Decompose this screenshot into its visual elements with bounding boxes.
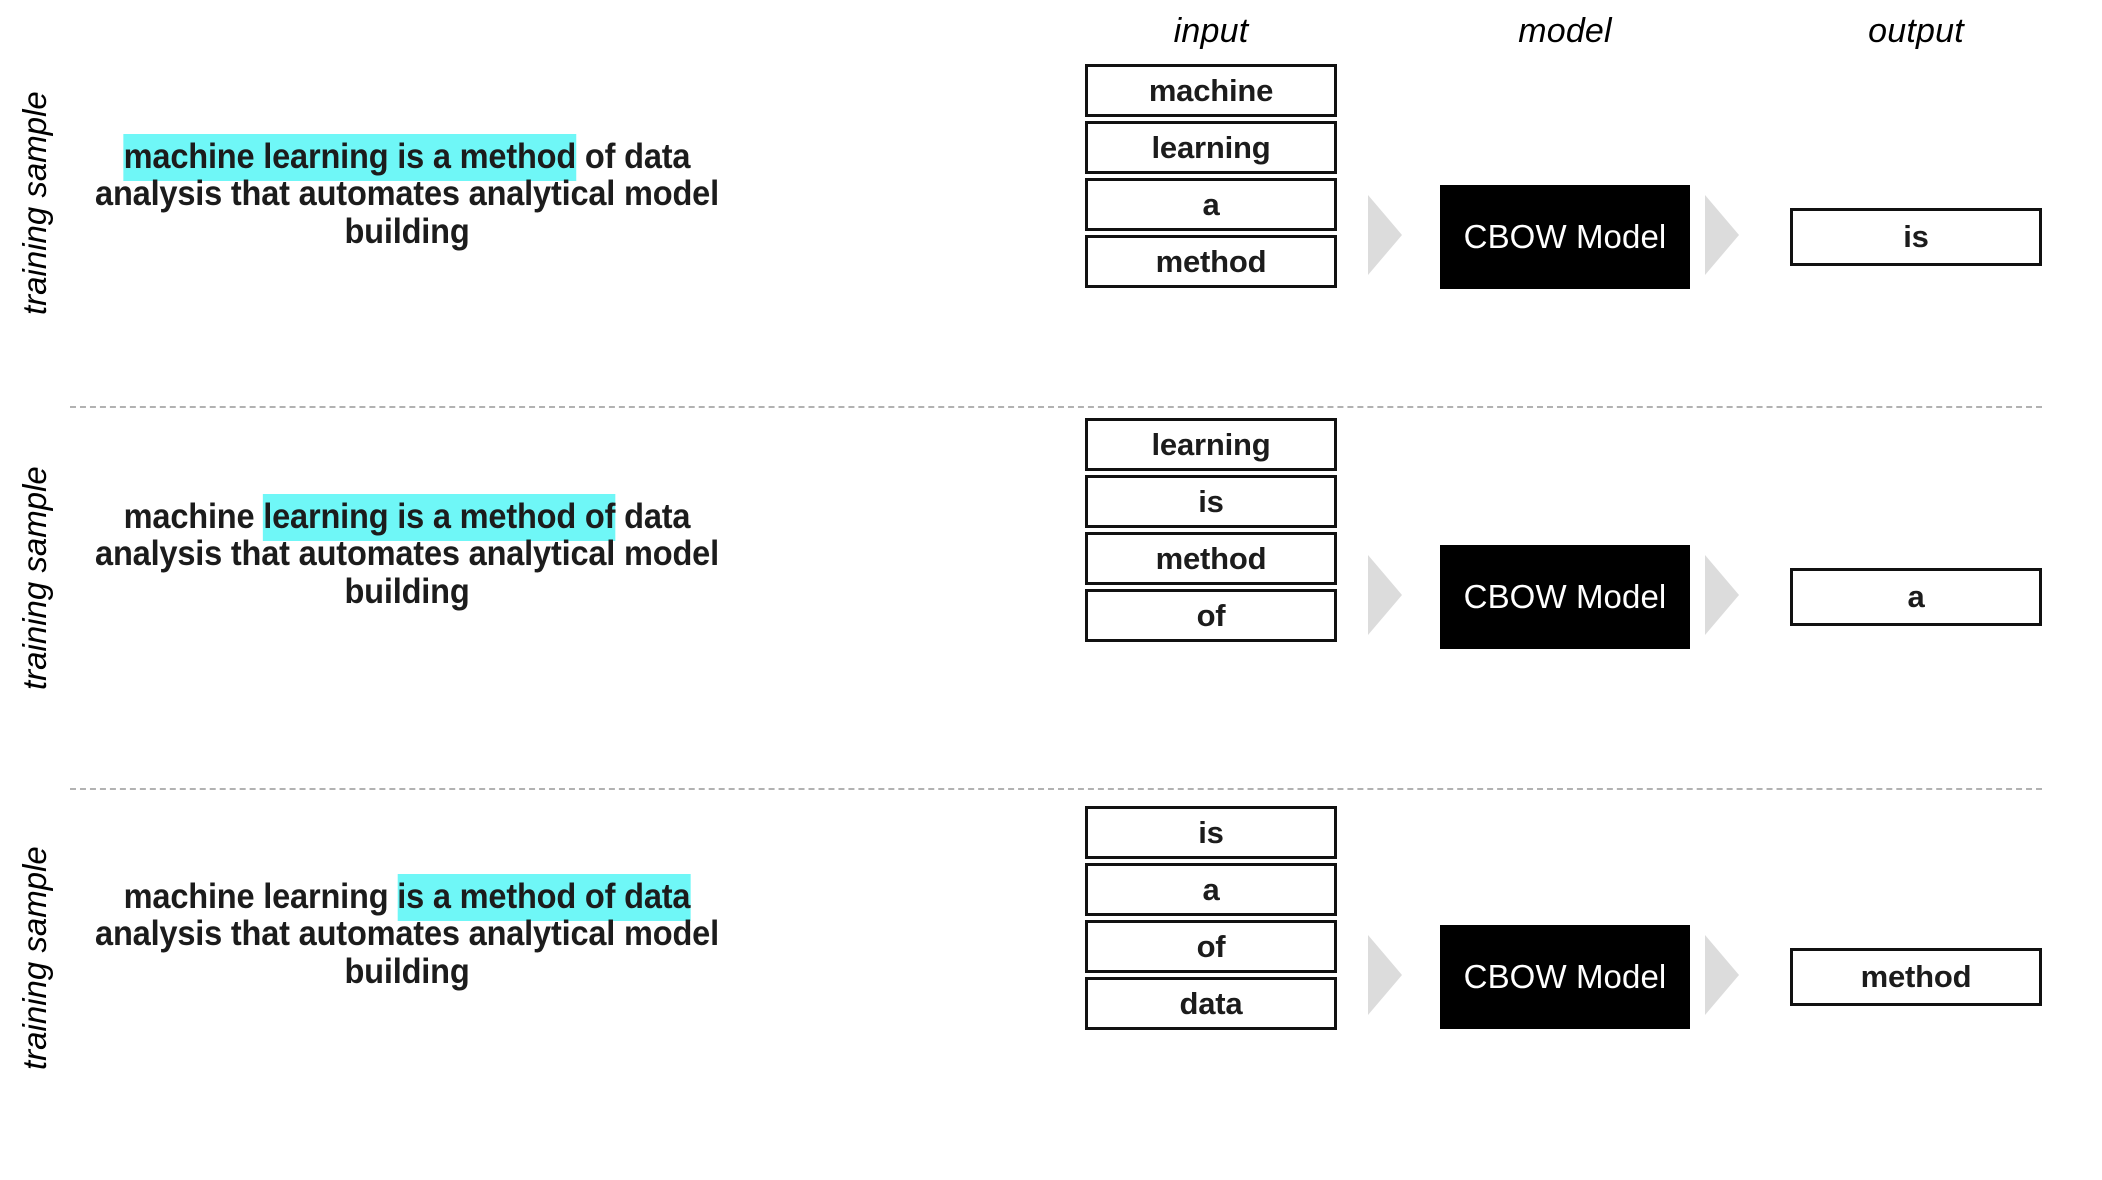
input-word-list: learning is method of	[1085, 418, 1337, 646]
input-word-box: a	[1085, 863, 1337, 916]
sentence-context-highlight: machine learning is a method	[123, 134, 576, 181]
sentence-context-highlight: learning is a method of	[263, 494, 615, 541]
arrow-right-icon	[1368, 555, 1402, 635]
input-word-box: of	[1085, 920, 1337, 973]
column-header-model: model	[1518, 12, 1612, 50]
training-sample-label: training sample	[16, 846, 53, 1070]
input-word-box: method	[1085, 235, 1337, 288]
output-word-box: method	[1790, 948, 2042, 1006]
input-word-box: learning	[1085, 121, 1337, 174]
arrow-right-icon	[1368, 935, 1402, 1015]
sentence-suffix: analysis that automates analytical model…	[95, 914, 719, 991]
row-divider	[70, 406, 2042, 408]
row-divider	[70, 788, 2042, 790]
input-word-box: method	[1085, 532, 1337, 585]
input-word-box: learning	[1085, 418, 1337, 471]
output-word-box: a	[1790, 568, 2042, 626]
training-sentence: machine learning is a method of data ana…	[86, 874, 728, 991]
training-sample-row: training sample machine learning is a me…	[0, 410, 2102, 785]
input-word-list: is a of data	[1085, 806, 1337, 1034]
column-header-input: input	[1173, 12, 1249, 50]
training-sentence: machine learning is a method of data ana…	[86, 134, 728, 251]
training-sample-row: training sample machine learning is a me…	[0, 790, 2102, 1175]
model-box: CBOW Model	[1440, 185, 1690, 289]
model-box: CBOW Model	[1440, 925, 1690, 1029]
input-word-box: is	[1085, 475, 1337, 528]
training-sample-label: training sample	[16, 91, 53, 315]
output-word-box: is	[1790, 208, 2042, 266]
input-word-box: data	[1085, 977, 1337, 1030]
training-sentence: machine learning is a method of data ana…	[86, 494, 728, 611]
arrow-right-icon	[1368, 195, 1402, 275]
input-word-box: machine	[1085, 64, 1337, 117]
sentence-suffix: of data analysis that automates analytic…	[95, 137, 719, 251]
model-box: CBOW Model	[1440, 545, 1690, 649]
arrow-right-icon	[1705, 935, 1739, 1015]
input-word-box: is	[1085, 806, 1337, 859]
column-header-output: output	[1868, 12, 1964, 50]
training-sample-label: training sample	[16, 466, 53, 690]
sentence-suffix: data analysis that automates analytical …	[95, 497, 719, 611]
input-word-list: machine learning a method	[1085, 64, 1337, 292]
input-word-box: of	[1085, 589, 1337, 642]
input-word-box: a	[1085, 178, 1337, 231]
arrow-right-icon	[1705, 195, 1739, 275]
sentence-context-highlight: is a method of data	[397, 874, 691, 921]
sentence-prefix: machine	[123, 497, 264, 536]
sentence-prefix: machine learning	[123, 877, 398, 916]
training-sample-row: training sample machine learning is a me…	[0, 50, 2102, 405]
arrow-right-icon	[1705, 555, 1739, 635]
